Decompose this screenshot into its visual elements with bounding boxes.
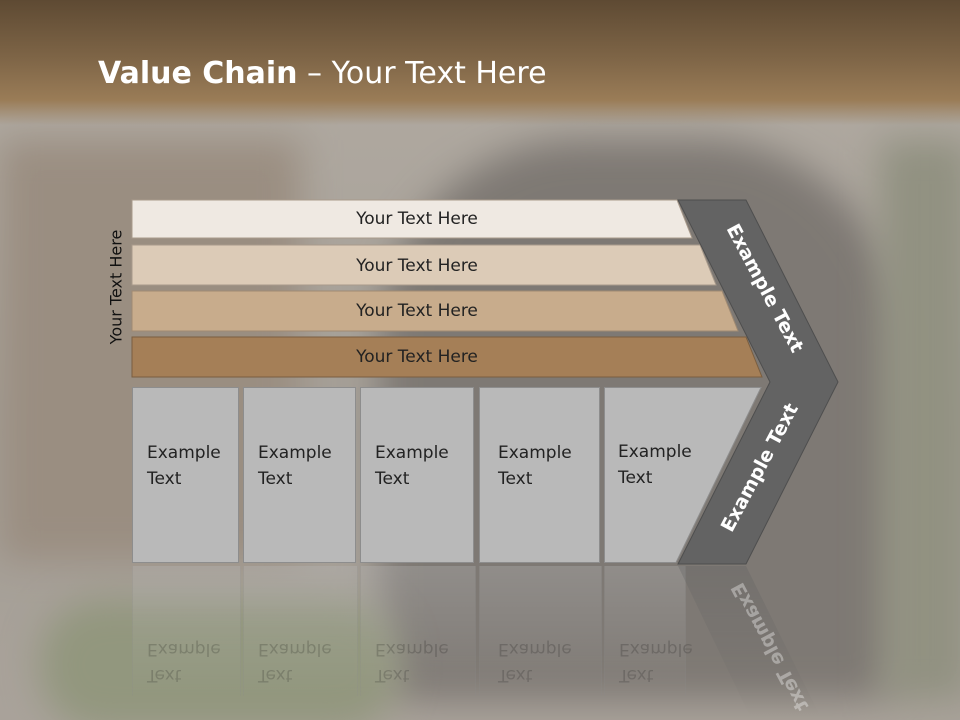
card-4-line2: Text: [498, 469, 533, 489]
chevron-shape: [677, 199, 839, 565]
card-5-shape: [604, 387, 762, 563]
slide-title: Value Chain – Your Text Here: [98, 54, 547, 94]
card-5-line2: Text: [618, 468, 653, 488]
card-4-line1: Example: [498, 443, 572, 463]
vertical-side-label: Your Text Here: [106, 229, 126, 345]
card-5-line1: Example: [618, 442, 692, 462]
title-bar: [0, 0, 960, 125]
title-bold: Value Chain: [98, 56, 298, 91]
bar-4-shape: [131, 336, 763, 378]
chevron-arrow: [677, 199, 839, 565]
card-1-line2: Text: [147, 469, 182, 489]
card-3-line1: Example: [375, 443, 449, 463]
bar-2-shape: [131, 244, 717, 286]
bar-2-label: Your Text Here: [356, 256, 478, 276]
card-1-line1: Example: [147, 443, 221, 463]
card-2-line2: Text: [258, 469, 293, 489]
chevron-reflection: [678, 566, 820, 716]
bar-1-shape: [131, 199, 693, 239]
bar-3-shape: [131, 290, 739, 332]
bar-3-label: Your Text Here: [356, 301, 478, 321]
card-2-line1: Example: [258, 443, 332, 463]
title-rest: – Your Text Here: [297, 56, 547, 91]
background-plants: [880, 140, 960, 700]
bar-1-label: Your Text Here: [356, 209, 478, 229]
bar-4-label: Your Text Here: [356, 347, 478, 367]
card-3-line2: Text: [375, 469, 410, 489]
background-salad: [40, 600, 400, 720]
